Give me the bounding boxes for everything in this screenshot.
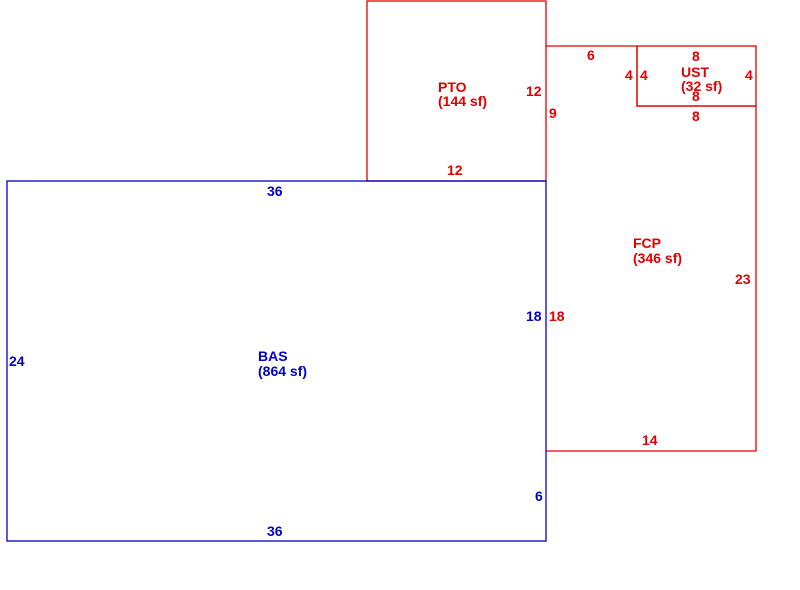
ust-area: (32 sf) — [681, 78, 722, 94]
fcp-name: FCP — [633, 235, 661, 251]
pto-bottom-dimension: 12 — [447, 162, 463, 178]
bas-outline — [6, 180, 547, 542]
pto-name: PTO — [438, 79, 467, 95]
ust-left-dimension: 4 — [640, 67, 648, 83]
bas-left-dimension: 24 — [9, 353, 25, 369]
fcp-step-dimension: 4 — [625, 67, 633, 83]
bas-bottom-dimension: 36 — [267, 523, 283, 539]
fcp-top-dimension: 6 — [587, 47, 595, 63]
bas-name: BAS — [258, 348, 288, 364]
pto-right-dimension: 12 — [526, 83, 542, 99]
ust-right-dimension: 4 — [745, 67, 753, 83]
ust-outline — [636, 45, 757, 107]
ust-top-dimension: 8 — [692, 48, 700, 64]
bas-area: (864 sf) — [258, 363, 307, 379]
ust-name: UST — [681, 64, 709, 80]
ust-bottom-upper-dimension: 8 — [692, 88, 700, 104]
ust-bottom-lower-dimension: 8 — [692, 108, 700, 124]
bas-right-lower-dimension: 6 — [535, 488, 543, 504]
fcp-upper-left-dimension: 9 — [549, 105, 557, 121]
fcp-right-dimension: 23 — [735, 271, 751, 287]
fcp-bottom-dimension: 14 — [642, 432, 658, 448]
fcp-left-dimension: 18 — [549, 308, 565, 324]
bas-top-dimension: 36 — [267, 183, 283, 199]
bas-right-upper-dimension: 18 — [526, 308, 542, 324]
pto-area: (144 sf) — [438, 93, 487, 109]
fcp-area: (346 sf) — [633, 250, 682, 266]
